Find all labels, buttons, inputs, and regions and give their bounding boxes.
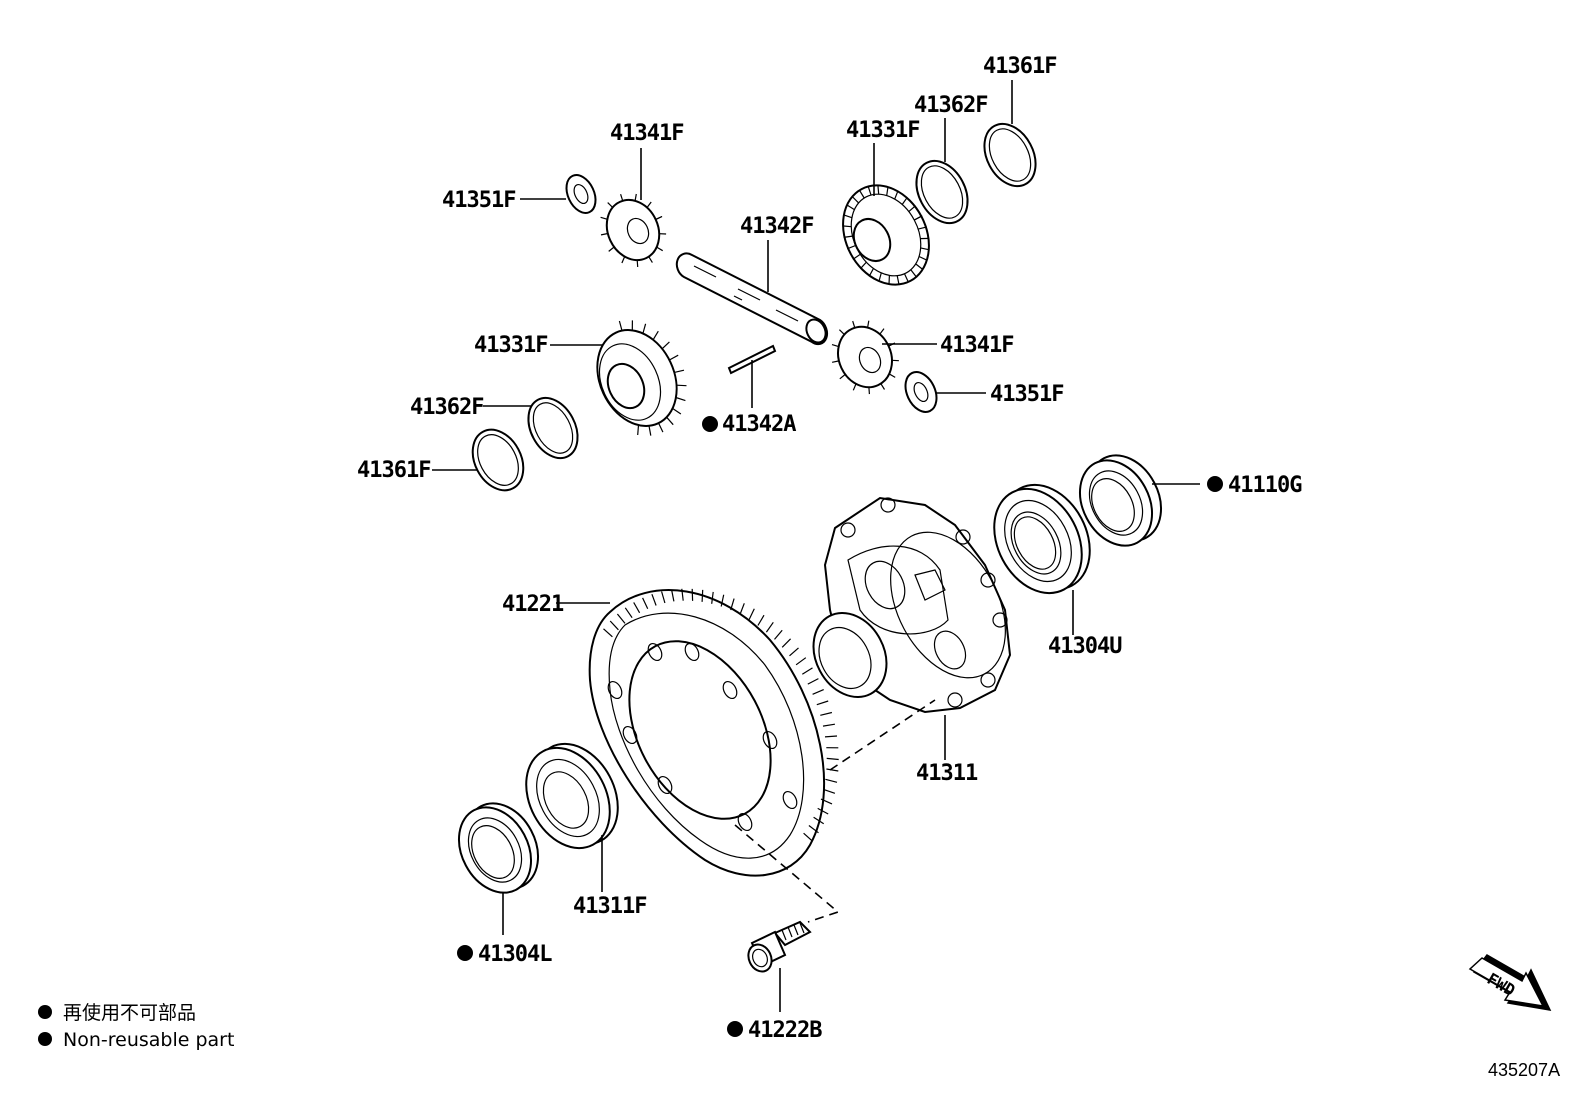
thrust-washer-41362F-top [915, 159, 969, 225]
legend-text-ja: 再使用不可部品 [63, 1002, 196, 1024]
legend: 再使用不可部品 Non-reusable part [38, 1002, 234, 1051]
callout-41331F-top[interactable]: 41331F [846, 118, 920, 143]
legend-marker-ja [38, 1005, 52, 1019]
thrust-washer-41361F-top [983, 122, 1037, 188]
callout-41110G[interactable]: 41110G [1228, 473, 1303, 498]
thrust-washer-41362F-left [527, 396, 579, 460]
legend-marker-en [38, 1032, 52, 1046]
callout-41361F-top[interactable]: 41361F [983, 54, 1057, 79]
callout-41222B[interactable]: 41222B [748, 1018, 823, 1043]
callout-41341F-right[interactable]: 41341F [940, 333, 1014, 358]
bearing-41304U [993, 483, 1091, 595]
callout-41351F-right[interactable]: 41351F [990, 382, 1064, 407]
thrust-washer-41361F-left [471, 428, 525, 492]
callout-41362F-left[interactable]: 41362F [410, 395, 484, 420]
callout-41311[interactable]: 41311 [916, 761, 979, 786]
non-reusable-marker-41222B [727, 1021, 743, 1037]
callout-41362F-top[interactable]: 41362F [914, 93, 988, 118]
callout-41342A[interactable]: 41342A [722, 412, 797, 437]
oil-seal-41110G [1079, 454, 1162, 547]
callout-41351F-left[interactable]: 41351F [442, 188, 516, 213]
pinion-shaft-41342F [675, 252, 829, 346]
pinion-41341F-right [831, 320, 899, 395]
callout-41304U[interactable]: 41304U [1048, 634, 1123, 659]
pinion-41341F-top [600, 193, 667, 268]
callout-41311F[interactable]: 41311F [573, 894, 647, 919]
oil-seal-41304L [458, 802, 539, 894]
differential-case-41311 [812, 496, 1012, 714]
bearing-41311F [525, 742, 619, 850]
legend-text-en: Non-reusable part [63, 1029, 234, 1051]
non-reusable-marker-41110G [1207, 476, 1223, 492]
pin-41342A [727, 344, 777, 375]
washer-41351F-right [904, 371, 938, 413]
non-reusable-marker-41342A [702, 416, 718, 432]
callout-41341F-top[interactable]: 41341F [610, 121, 684, 146]
fwd-arrow-icon: FWD [1468, 954, 1552, 1011]
callout-41342F[interactable]: 41342F [740, 214, 814, 239]
side-gear-41331F-left [596, 320, 687, 436]
ring-gear-41221 [588, 588, 839, 877]
ring-gear-bolt-41222B [747, 920, 812, 973]
callout-41221[interactable]: 41221 [502, 592, 565, 617]
non-reusable-marker-41304L [457, 945, 473, 961]
side-gear-41331F-top [842, 184, 930, 286]
figure-number: 435207A [1488, 1060, 1560, 1080]
callout-41361F-left[interactable]: 41361F [357, 458, 431, 483]
alignment-line-case [829, 699, 936, 771]
alignment-line-bolt [734, 824, 840, 923]
callout-41331F-left[interactable]: 41331F [474, 333, 548, 358]
washer-41351F-left [565, 174, 597, 214]
callout-41304L[interactable]: 41304L [478, 942, 553, 967]
